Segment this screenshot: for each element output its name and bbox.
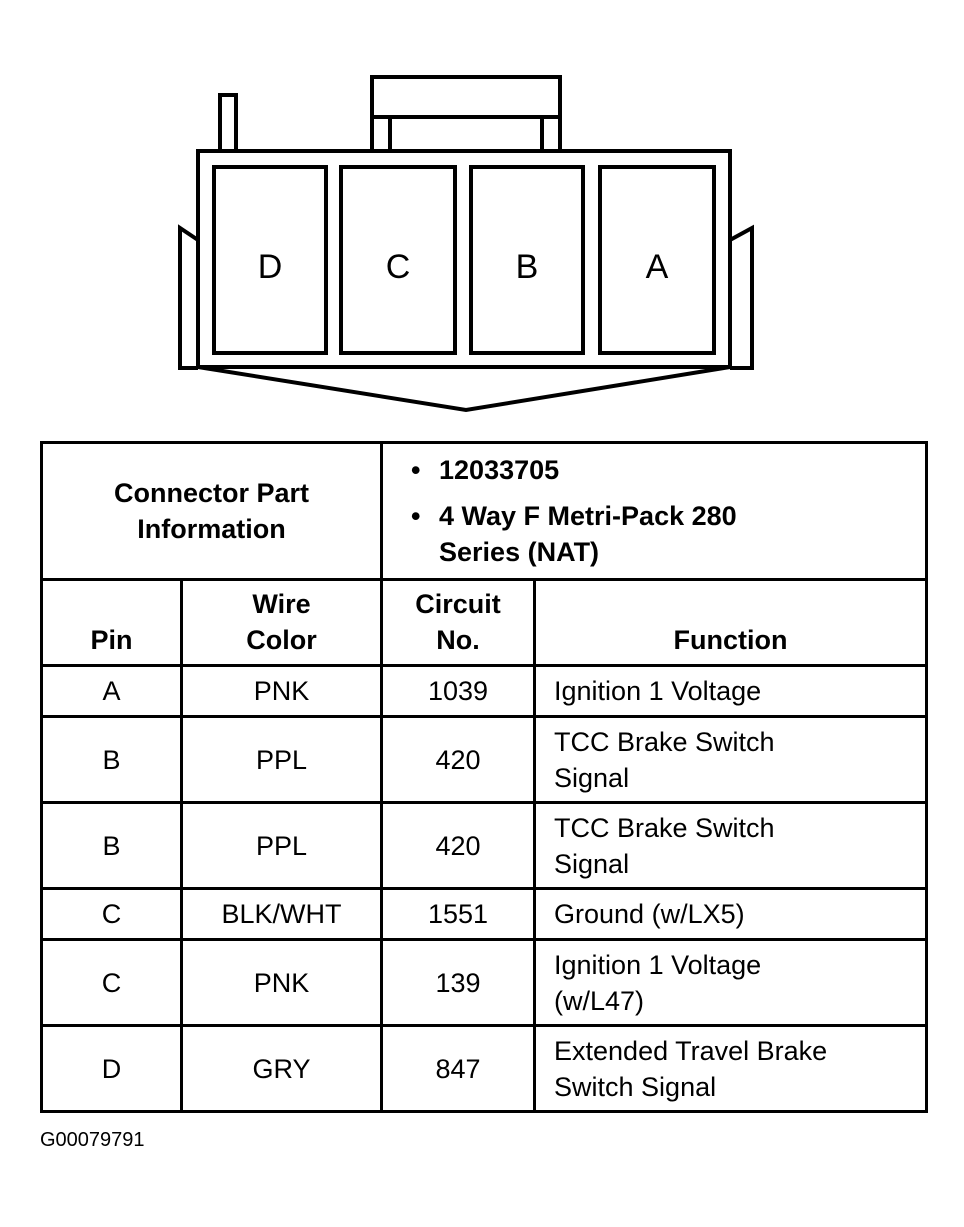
part-info-row: Connector Part Information 12033705 4 Wa… <box>39 441 929 581</box>
cavity-label-d: D <box>258 248 283 286</box>
circuit-cell: 1551 <box>380 887 537 941</box>
pin-cell: C <box>40 887 183 941</box>
cavity-c <box>339 165 457 355</box>
pin-cell: B <box>40 715 183 804</box>
part-number: 12033705 <box>411 452 915 488</box>
wire-color-cell: BLK/WHT <box>179 887 384 941</box>
connector-latch <box>370 75 562 119</box>
connector-diagram: D C B A <box>178 75 754 413</box>
wire-color-cell: GRY <box>179 1024 384 1113</box>
part-info-label: Connector Part Information <box>39 441 384 581</box>
connector-left-wing <box>178 224 200 370</box>
cavity-label-b: B <box>516 248 539 286</box>
col-header-function: Function <box>533 578 929 667</box>
pin-cell: D <box>40 1024 183 1113</box>
table-row: D GRY 847 Extended Travel Brake Switch S… <box>40 1024 929 1113</box>
pin-cell: C <box>40 938 183 1027</box>
cavity-label-a: A <box>646 248 669 286</box>
table-row: C PNK 139 Ignition 1 Voltage (w/L47) <box>40 938 929 1027</box>
pin-cell: B <box>40 801 183 890</box>
col-header-pin: Pin <box>40 578 183 667</box>
col-header-circuit: Circuit No. <box>380 578 537 667</box>
part-description: 4 Way F Metri-Pack 280 Series (NAT) <box>411 498 779 570</box>
pin-cell: A <box>40 664 183 718</box>
wire-color-cell: PPL <box>179 801 384 890</box>
part-info-label-text: Connector Part Information <box>113 478 310 544</box>
function-cell: TCC Brake Switch Signal <box>533 801 929 890</box>
table-row: C BLK/WHT 1551 Ground (w/LX5) <box>40 887 929 941</box>
cavity-a <box>598 165 716 355</box>
circuit-cell: 1039 <box>380 664 537 718</box>
cavity-d <box>212 165 328 355</box>
connector-right-wing <box>729 224 754 370</box>
col-header-wire-color: Wire Color <box>179 578 384 667</box>
function-cell: Extended Travel Brake Switch Signal <box>533 1024 929 1113</box>
wire-color-cell: PPL <box>179 715 384 804</box>
connector-info-table: Connector Part Information 12033705 4 Wa… <box>39 441 929 1113</box>
cavity-b <box>469 165 585 355</box>
table-row: B PPL 420 TCC Brake Switch Signal <box>40 801 929 890</box>
table-row: A PNK 1039 Ignition 1 Voltage <box>40 664 929 718</box>
wire-color-cell: PNK <box>179 664 384 718</box>
function-cell: Ignition 1 Voltage <box>533 664 929 718</box>
circuit-cell: 420 <box>380 715 537 804</box>
wire-color-cell: PNK <box>179 938 384 1027</box>
function-cell: Ground (w/LX5) <box>533 887 929 941</box>
table-row: B PPL 420 TCC Brake Switch Signal <box>40 715 929 804</box>
circuit-cell: 847 <box>380 1024 537 1113</box>
circuit-cell: 420 <box>380 801 537 890</box>
circuit-cell: 139 <box>380 938 537 1027</box>
connector-latch-stem <box>370 115 562 153</box>
column-header-row: Pin Wire Color Circuit No. Function <box>40 578 929 667</box>
function-cell: TCC Brake Switch Signal <box>533 715 929 804</box>
connector-pointer <box>197 365 731 413</box>
part-info-list: 12033705 4 Way F Metri-Pack 280 Series (… <box>380 441 929 581</box>
connector-left-post <box>218 93 238 151</box>
cavity-label-c: C <box>386 248 411 286</box>
figure-id: G00079791 <box>40 1129 145 1151</box>
function-cell: Ignition 1 Voltage (w/L47) <box>533 938 929 1027</box>
